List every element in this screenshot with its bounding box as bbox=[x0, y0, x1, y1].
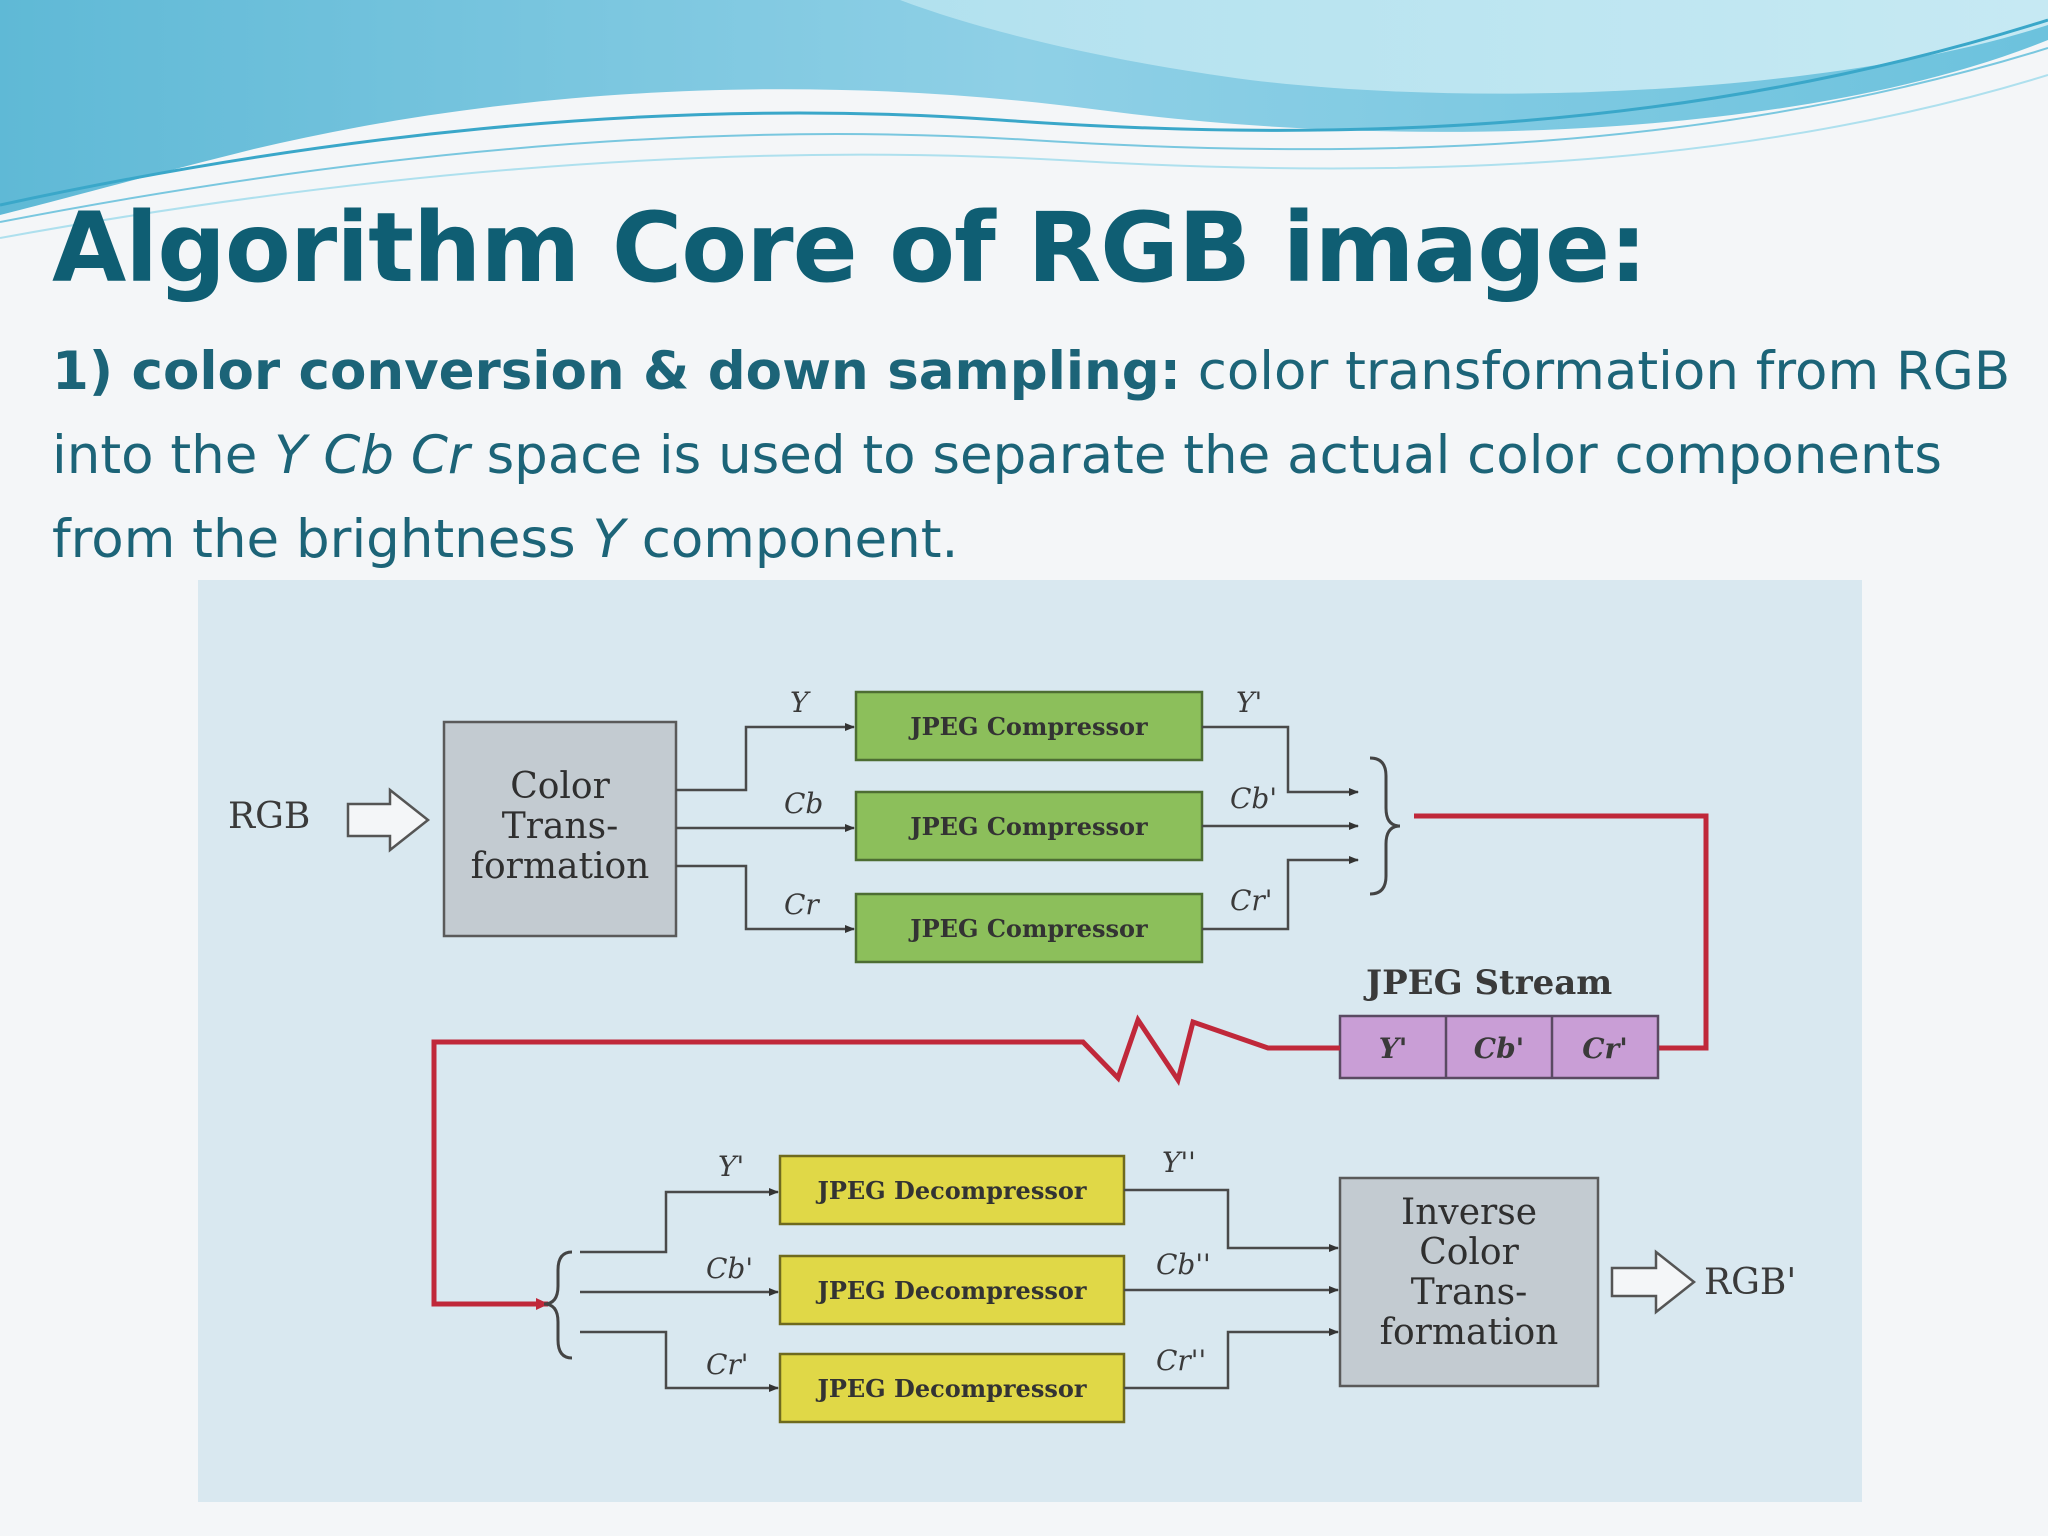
paragraph-text-2: space is used to separate the actual col… bbox=[52, 425, 1942, 570]
inverse-transform-label-2: Color bbox=[1419, 1232, 1519, 1273]
inverse-transform-label-3: Trans- bbox=[1411, 1272, 1528, 1313]
jpeg-compressor-1 bbox=[854, 690, 1204, 762]
jpeg-compressor-1-label: JPEG Compressor bbox=[908, 712, 1148, 741]
jpeg-compressor-3 bbox=[854, 892, 1204, 964]
jpeg-stream-label: JPEG Stream bbox=[1363, 963, 1612, 1003]
y-term: Y bbox=[592, 509, 625, 570]
jpeg-stream-block bbox=[1338, 1014, 1660, 1080]
input-arrow bbox=[346, 787, 431, 853]
jpeg-compressor-2-label: JPEG Compressor bbox=[908, 812, 1148, 841]
decompressor-output-cr: Cr'' bbox=[1156, 1344, 1206, 1377]
stream-cell-y: Y' bbox=[1379, 1032, 1408, 1065]
cr-prime-wire bbox=[1202, 856, 1359, 931]
decompressor-input-cb: Cb' bbox=[706, 1252, 753, 1285]
compressor-output-cb: Cb' bbox=[1230, 782, 1277, 815]
compressor-input-cr: Cr bbox=[784, 888, 820, 921]
inverse-transform-label-1: Inverse bbox=[1401, 1192, 1537, 1233]
y-double-prime-wire bbox=[1124, 1188, 1339, 1252]
output-arrow bbox=[1610, 1249, 1697, 1315]
y-prime-decomp-wire bbox=[580, 1188, 779, 1254]
jpeg-compressor-3-label: JPEG Compressor bbox=[908, 914, 1148, 943]
slide-title: Algorithm Core of RGB image: bbox=[52, 192, 1647, 304]
step-heading: 1) color conversion & down sampling: bbox=[52, 341, 1181, 402]
paragraph-text-1: color transformation from RGB into the bbox=[52, 341, 2011, 486]
rgb-output-label: RGB' bbox=[1704, 1262, 1796, 1303]
jpeg-decompressor-2 bbox=[778, 1254, 1126, 1326]
transmission-line-upper bbox=[1414, 813, 1709, 1051]
jpeg-decompressor-3-label: JPEG Decompressor bbox=[815, 1374, 1086, 1403]
decompressor-input-cr: Cr' bbox=[706, 1348, 749, 1381]
paragraph-text-3: component. bbox=[624, 509, 959, 570]
stream-cell-cb: Cb' bbox=[1474, 1032, 1524, 1065]
jpeg-decompressor-1-label: JPEG Decompressor bbox=[815, 1176, 1086, 1205]
jpeg-decompressor-2-label: JPEG Decompressor bbox=[815, 1276, 1086, 1305]
inverse-color-transformation-block bbox=[1338, 1176, 1600, 1388]
jpeg-compressor-2 bbox=[854, 790, 1204, 862]
y-wire bbox=[676, 723, 855, 792]
compressor-output-cr: Cr' bbox=[1230, 884, 1273, 917]
color-transformation-label-1: Color bbox=[510, 766, 610, 807]
decompressor-output-y: Y'' bbox=[1162, 1146, 1196, 1179]
input-brace bbox=[543, 1250, 573, 1360]
color-transformation-block bbox=[442, 720, 678, 938]
jpeg-decompressor-3 bbox=[778, 1352, 1126, 1424]
output-brace bbox=[1369, 756, 1401, 896]
cr-double-prime-wire bbox=[1124, 1328, 1339, 1390]
cr-wire bbox=[676, 864, 855, 933]
header-wave-decoration bbox=[0, 0, 2048, 239]
compressor-output-y: Y' bbox=[1236, 686, 1262, 719]
decompressor-output-cb: Cb'' bbox=[1156, 1248, 1211, 1281]
ycbcr-term: Y Cb Cr bbox=[274, 425, 470, 486]
y-prime-wire bbox=[1202, 725, 1359, 796]
color-transformation-label-2: Trans- bbox=[502, 806, 619, 847]
body-paragraph: 1) color conversion & down sampling: col… bbox=[52, 330, 2012, 582]
jpeg-pipeline-diagram: RGB Color Trans- formation Y Cb Cr JPEG … bbox=[198, 580, 1862, 1502]
jpeg-pipeline-figure: RGB Color Trans- formation Y Cb Cr JPEG … bbox=[198, 580, 1862, 1502]
compressor-input-y: Y bbox=[790, 686, 811, 719]
cr-prime-decomp-wire bbox=[580, 1330, 779, 1392]
color-transformation-label-3: formation bbox=[471, 846, 650, 887]
compressor-input-cb: Cb bbox=[784, 787, 823, 820]
inverse-transform-label-4: formation bbox=[1380, 1312, 1559, 1353]
transmission-channel-zigzag bbox=[431, 1014, 1340, 1310]
stream-cell-cr: Cr' bbox=[1582, 1032, 1628, 1065]
rgb-input-label: RGB bbox=[228, 796, 310, 837]
decompressor-input-y: Y' bbox=[718, 1150, 744, 1183]
